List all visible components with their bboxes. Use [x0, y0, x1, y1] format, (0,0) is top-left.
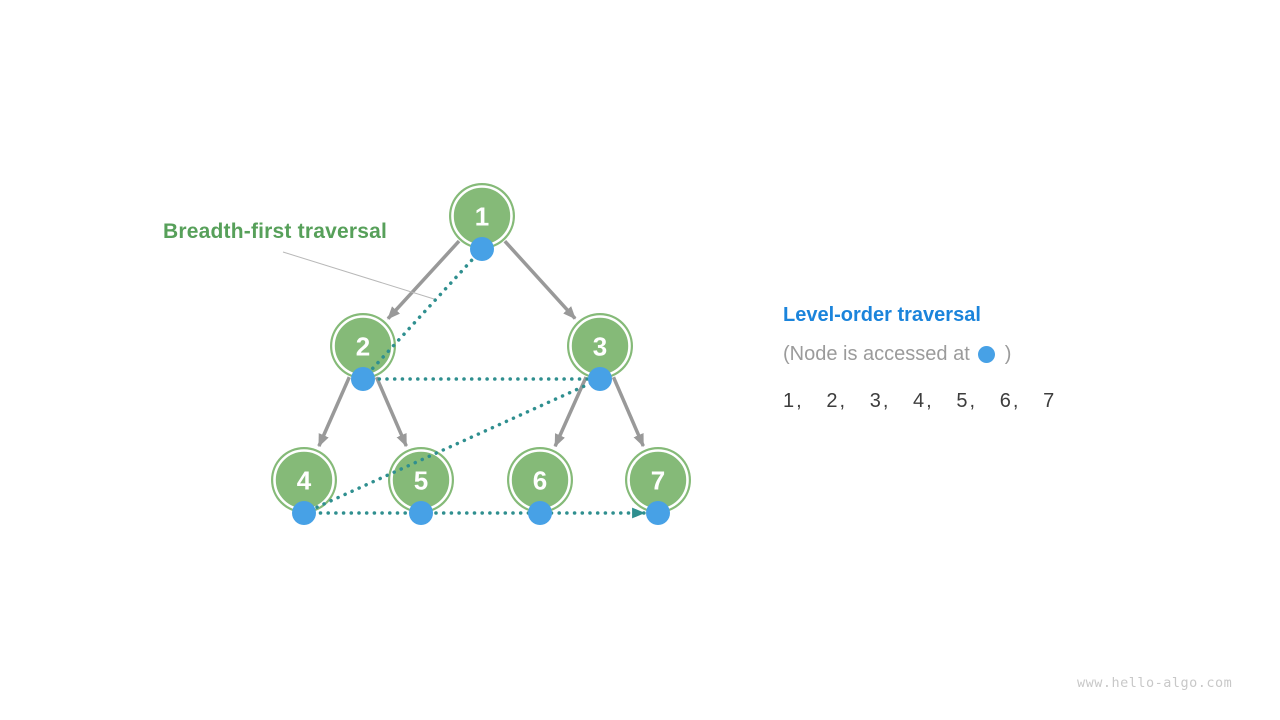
access-dot-icon — [977, 346, 995, 363]
legend-note: (Node is accessed at ) — [783, 343, 1123, 366]
access-dot-6 — [528, 501, 552, 525]
legend-note-prefix: (Node is accessed at — [783, 343, 970, 365]
node-label-3: 3 — [593, 331, 607, 361]
node-label-7: 7 — [651, 465, 665, 495]
access-dot-2 — [351, 367, 375, 391]
tree-edge-1-3 — [503, 239, 577, 320]
legend-panel: Level-order traversal (Node is accessed … — [783, 304, 1123, 413]
tree-edge-3-6 — [553, 376, 588, 448]
node-label-2: 2 — [356, 331, 370, 361]
traversal-sequence: 1, 2, 3, 4, 5, 6, 7 — [783, 390, 1057, 412]
tree-edge-2-4 — [317, 376, 351, 448]
node-label-5: 5 — [414, 465, 428, 495]
node-label-6: 6 — [533, 465, 547, 495]
tree-edge-3-7 — [611, 376, 645, 448]
access-dot-7 — [646, 501, 670, 525]
tree-edge-2-5 — [374, 376, 408, 448]
watermark: www.hello-algo.com — [1077, 675, 1233, 691]
access-dot-1 — [470, 237, 494, 261]
legend-note-suffix: ) — [1004, 343, 1012, 365]
breadth-first-traversal-label: Breadth-first traversal — [163, 220, 388, 243]
annotation-pointer-line — [282, 251, 435, 300]
legend-title: Level-order traversal — [783, 304, 981, 326]
access-dot-4 — [292, 501, 316, 525]
node-label-1: 1 — [475, 201, 489, 231]
access-dot-3 — [588, 367, 612, 391]
access-dot-5 — [409, 501, 433, 525]
node-label-4: 4 — [297, 465, 312, 495]
tree-node-7: 7 — [625, 447, 691, 513]
tree-edge-1-2 — [386, 239, 461, 320]
tree-node-5: 5 — [388, 447, 454, 513]
